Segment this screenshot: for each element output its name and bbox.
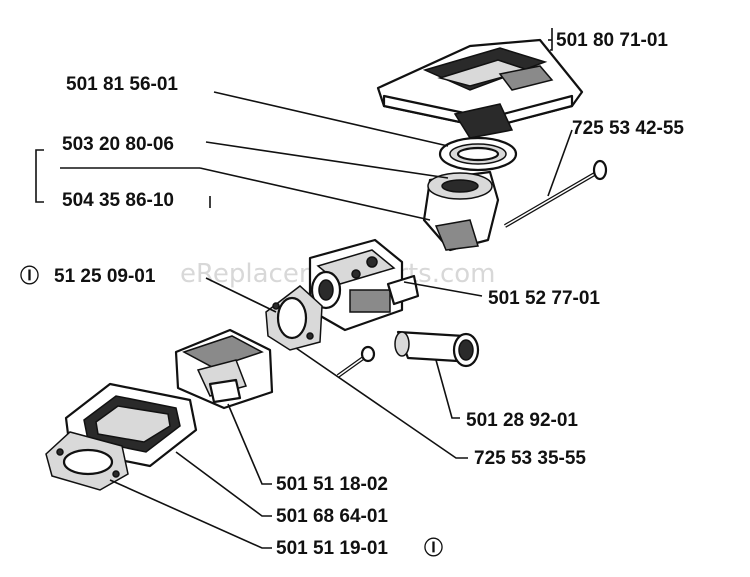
label-intake-adapter-a: 503 20 80-06 [62, 134, 174, 155]
intake-adapter-part [422, 170, 500, 252]
base-gasket-marker: Ⓘ [424, 536, 443, 559]
label-air-filter: 501 51 18-02 [276, 474, 388, 495]
label-carb-gasket: 51 25 09-01 [54, 266, 156, 287]
cover-gasket-part [438, 136, 518, 172]
fuel-hose-part [394, 330, 480, 368]
label-screw-top: 725 53 42-55 [572, 118, 684, 139]
label-screw-bottom: 725 53 35-55 [474, 448, 586, 469]
long-screw-part [503, 159, 608, 228]
leader-lines [35, 28, 573, 549]
label-carburetor: 501 52 77-01 [488, 288, 600, 309]
base-gasket-part [45, 431, 129, 491]
label-cover-gasket: 501 81 56-01 [66, 74, 178, 95]
label-intake-adapter-b: 504 35 86-10 [62, 190, 174, 211]
carburetor-gasket-part [265, 285, 323, 351]
label-base-gasket: 501 51 19-01 [276, 538, 388, 559]
label-filter-holder: 501 68 64-01 [276, 506, 388, 527]
filter-holder-part [64, 382, 198, 468]
air-filter-part [174, 328, 274, 410]
label-air-filter-cover: 501 80 71-01 [556, 30, 668, 51]
label-fuel-hose: 501 28 92-01 [466, 410, 578, 431]
carburetor-part [308, 238, 420, 332]
small-screw-part [336, 345, 376, 378]
carb-gasket-marker: Ⓘ [20, 264, 39, 287]
air-filter-cover-part [376, 38, 584, 139]
